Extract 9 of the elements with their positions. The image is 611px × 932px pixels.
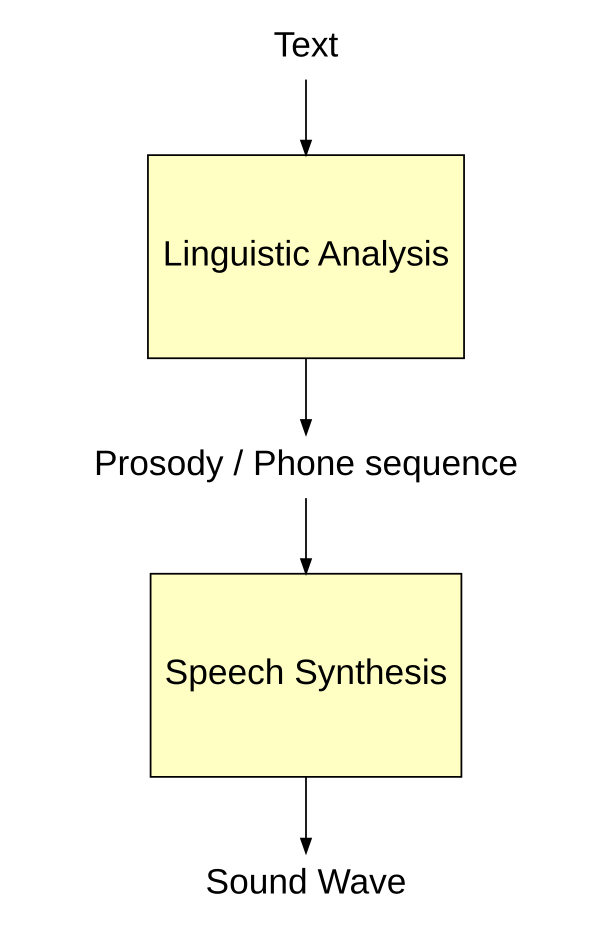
node-text: Text <box>273 25 338 64</box>
node-text: Prosody / Phone sequence <box>93 444 518 483</box>
node-box: Linguistic Analysis <box>146 154 464 360</box>
node-box: Speech Synthesis <box>149 572 462 778</box>
arrow <box>299 80 312 158</box>
arrow <box>299 498 312 576</box>
arrow <box>299 776 312 856</box>
arrow <box>299 358 312 437</box>
node-text: Sound Wave <box>205 862 406 902</box>
